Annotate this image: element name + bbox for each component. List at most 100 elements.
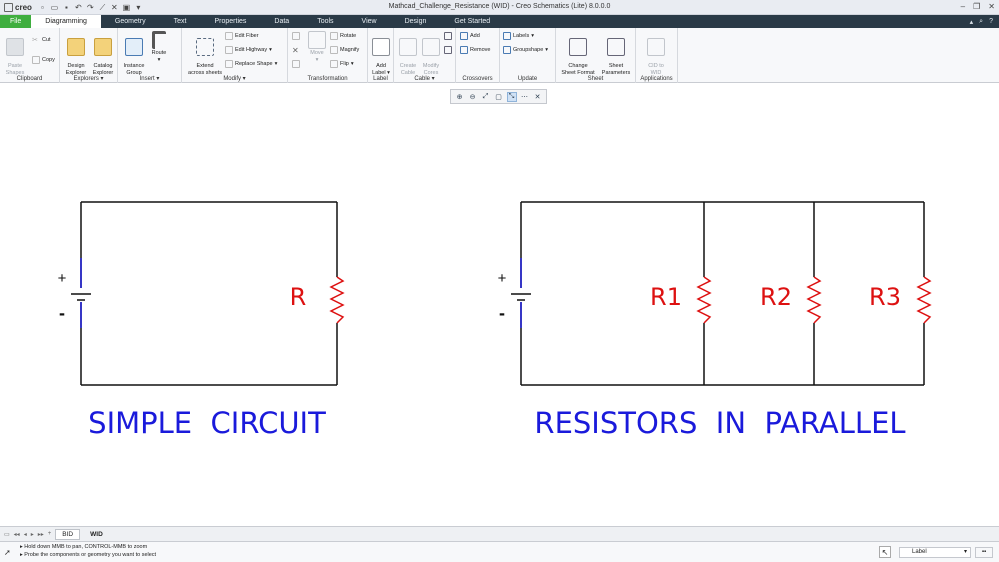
cable-tool-icon-1[interactable] [444, 32, 452, 40]
add-sheet-icon[interactable]: + [47, 531, 52, 537]
group-transformation: ✕ Move▾ Rotate Magnify Flip ▾ Transforma… [288, 28, 368, 83]
cut-button[interactable]: ✂ Cut [32, 36, 51, 44]
redo-icon[interactable]: ↷ [87, 2, 94, 12]
parallel-circuit [520, 201, 925, 386]
group-label-applications: Applications [640, 76, 673, 82]
flip-button[interactable]: Flip ▾ [330, 60, 354, 68]
sheet-view-icon[interactable]: ▭ [4, 531, 10, 538]
move-button[interactable]: Move▾ [306, 31, 328, 63]
ribbon-minimize-icon[interactable]: ▴ [969, 18, 974, 26]
paste-special-icon[interactable] [292, 60, 300, 68]
sheet-tab-bid[interactable]: BID [55, 528, 81, 540]
select-mode-icon[interactable]: ↖ [879, 546, 891, 558]
edit-highway-button[interactable]: Edit Highway ▾ [225, 46, 272, 54]
close-icon[interactable]: ✕ [988, 2, 995, 11]
resistor-r2[interactable] [806, 276, 822, 324]
move-label: Move [310, 50, 324, 56]
graphics-toolbar: ⊕ ⊖ ⤢ ▢ ⤡ ⋯ ✕ [450, 89, 547, 104]
edit-fiber-button[interactable]: Edit Fiber [225, 32, 259, 40]
resistor-r1-label: R1 [650, 283, 682, 311]
new-file-icon[interactable]: ▫ [40, 2, 44, 12]
windows-icon[interactable]: ▣ [122, 2, 131, 12]
group-label-insert[interactable]: Insert ▾ [139, 76, 160, 82]
sheet-parameters-button[interactable]: Sheet Parameters [598, 31, 634, 76]
last-sheet-icon[interactable]: ▸▸ [37, 531, 44, 538]
instance-group-button[interactable]: Instance Group [120, 31, 148, 76]
group-label-explorers[interactable]: Explorers ▾ [73, 76, 104, 82]
group-label-modify[interactable]: Modify ▾ [223, 76, 246, 82]
tab-diagramming[interactable]: Diagramming [31, 15, 101, 28]
refit-icon[interactable]: ⤢ [482, 92, 489, 100]
tabs-right-tools: ▴ ⌕ ? [970, 15, 999, 28]
cable-tool-icon-2[interactable] [444, 46, 452, 54]
first-sheet-icon[interactable]: ◂◂ [13, 531, 20, 538]
tab-view[interactable]: View [361, 18, 377, 25]
pan-icon[interactable]: ⤡ [506, 91, 517, 102]
replace-shape-button[interactable]: Replace Shape ▾ [225, 60, 277, 68]
labels-button[interactable]: Labels ▾ [503, 32, 534, 40]
copy-button[interactable]: Copy [32, 56, 55, 64]
remove-crossover-button[interactable]: Remove [460, 46, 490, 54]
rotate-button[interactable]: Rotate [330, 32, 356, 40]
grid-icon[interactable]: ⋯ [521, 93, 528, 101]
tab-get-started[interactable]: Get Started [454, 18, 491, 25]
status-message-2: ▸ Probe the components or geometry you w… [20, 552, 157, 558]
next-sheet-icon[interactable]: ▸ [30, 531, 34, 538]
modify-cores-button[interactable]: Modify Cores [420, 31, 442, 76]
sheet-tab-wid[interactable]: WID [84, 529, 109, 539]
copy-shape-icon[interactable] [292, 32, 300, 40]
extend-across-sheets-button[interactable]: Extend across sheets [184, 31, 226, 76]
close-window-icon[interactable]: ✕ [111, 2, 118, 12]
tab-text[interactable]: Text [173, 18, 187, 25]
status-options-icon[interactable]: ▪▪ [975, 547, 993, 558]
regenerate-icon[interactable]: ⟋ [99, 2, 106, 12]
zoom-in-icon[interactable]: ⊕ [456, 93, 463, 101]
selection-filter-value: Label [912, 549, 927, 555]
app-menu-icon[interactable] [4, 2, 13, 12]
change-sheet-format-button[interactable]: Change Sheet Format [559, 31, 597, 76]
zoom-window-icon[interactable]: ▢ [495, 93, 502, 101]
flip-label: Flip [340, 61, 349, 67]
battery-symbol[interactable] [71, 258, 91, 328]
tab-geometry[interactable]: Geometry [114, 18, 146, 25]
open-file-icon[interactable]: ▭ [50, 2, 59, 12]
create-cable-button[interactable]: Create Cable [397, 31, 419, 76]
magnify-button[interactable]: Magnify [330, 46, 359, 54]
logo-text: creo [15, 2, 32, 12]
cid-to-wid-button[interactable]: CID to WID [642, 31, 670, 76]
group-label-cable[interactable]: Cable ▾ [414, 76, 435, 82]
add-label-button[interactable]: Add Label ▾ [370, 31, 392, 76]
tab-design[interactable]: Design [404, 18, 427, 25]
tab-tools[interactable]: Tools [317, 18, 334, 25]
resistor-r3[interactable] [916, 276, 932, 324]
route-button[interactable]: Route▾ [148, 31, 170, 63]
drawing-canvas[interactable]: + - R SIMPLE CIRCUIT + - R1 [0, 84, 999, 526]
selection-filter[interactable]: Label▾ [899, 547, 971, 558]
resistor-r[interactable] [329, 276, 345, 324]
battery-symbol-parallel[interactable] [511, 258, 531, 328]
add-crossover-button[interactable]: Add [460, 32, 480, 40]
route-label: Route [151, 50, 167, 56]
delete-icon[interactable]: ✕ [292, 46, 299, 55]
tab-properties[interactable]: Properties [214, 18, 247, 25]
group-label-label: Label [373, 76, 388, 82]
undo-icon[interactable]: ↶ [75, 2, 82, 12]
tab-file[interactable]: File [0, 15, 32, 28]
minimize-icon[interactable]: – [960, 2, 966, 11]
zoom-out-icon[interactable]: ⊖ [469, 93, 476, 101]
prev-sheet-icon[interactable]: ◂ [23, 531, 27, 538]
paste-shapes-button[interactable]: Paste Shapes [4, 31, 26, 76]
delete-glyph: ✕ [292, 46, 299, 55]
remove-crossover-icon [460, 46, 468, 54]
tab-data[interactable]: Data [274, 18, 290, 25]
close-toolbar-icon[interactable]: ✕ [534, 93, 541, 101]
search-icon[interactable]: ⌕ [979, 17, 984, 25]
save-icon[interactable]: ▪ [64, 2, 68, 12]
groupshape-button[interactable]: Groupshape ▾ [503, 46, 548, 54]
restore-icon[interactable]: ❐ [973, 2, 981, 11]
resistor-r1[interactable] [696, 276, 712, 324]
customize-qat-icon[interactable]: ▾ [136, 2, 141, 12]
help-icon[interactable]: ? [989, 18, 993, 25]
design-explorer-button[interactable]: Design Explorer [63, 31, 89, 76]
catalog-explorer-button[interactable]: Catalog Explorer [90, 31, 116, 76]
